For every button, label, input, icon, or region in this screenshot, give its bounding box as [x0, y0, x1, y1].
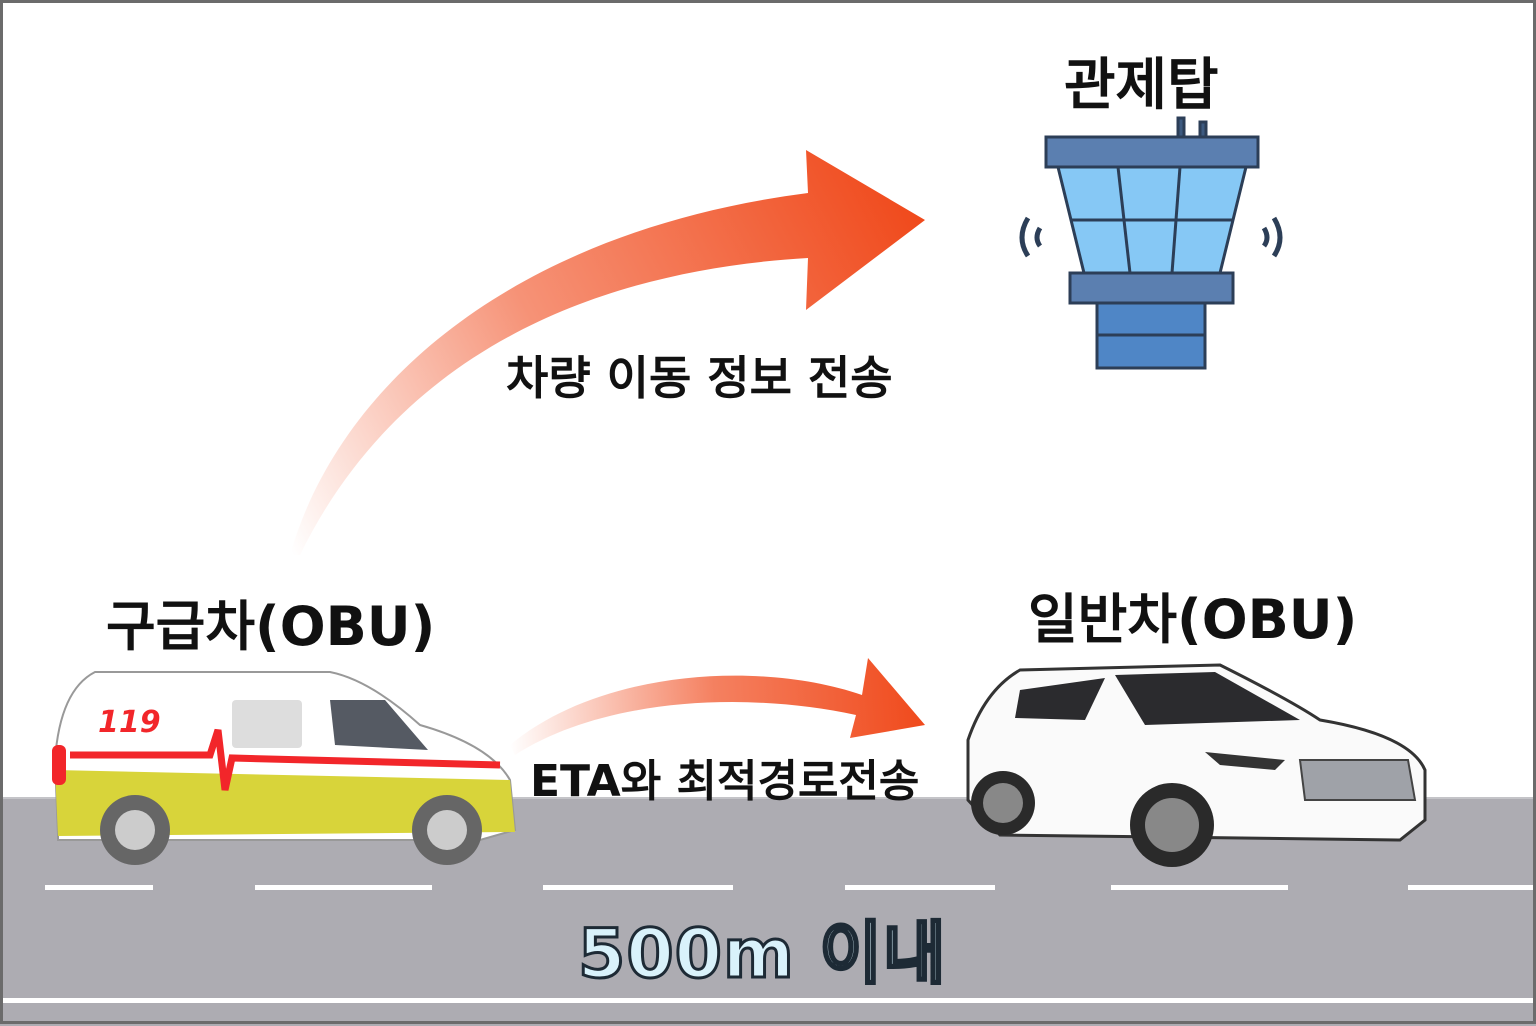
- car-label: 일반차(OBU): [1028, 588, 1358, 651]
- lower-arrow-label: ETA와 최적경로전송: [530, 756, 920, 807]
- distance-label: 500m 이내: [577, 914, 948, 996]
- lane-dash: [845, 885, 995, 890]
- lane-dash: [1408, 885, 1536, 890]
- lower-arrow: [510, 658, 925, 755]
- road-edge-line: [0, 998, 1536, 1003]
- lane-dash: [543, 885, 733, 890]
- car-icon: [966, 663, 1427, 867]
- tower-label: 관제탑: [1064, 53, 1219, 118]
- control-tower-icon: [1019, 116, 1283, 370]
- upper-arrow-label: 차량 이동 정보 전송: [506, 351, 893, 405]
- lane-dash: [255, 885, 432, 890]
- upper-arrow: [290, 150, 925, 555]
- ambulance-label: 구급차(OBU): [106, 595, 436, 658]
- lane-dash: [1111, 885, 1288, 890]
- ambulance-logo-text: 119: [98, 705, 161, 740]
- ambulance-icon: 119: [52, 671, 517, 865]
- lane-dash: [45, 885, 153, 890]
